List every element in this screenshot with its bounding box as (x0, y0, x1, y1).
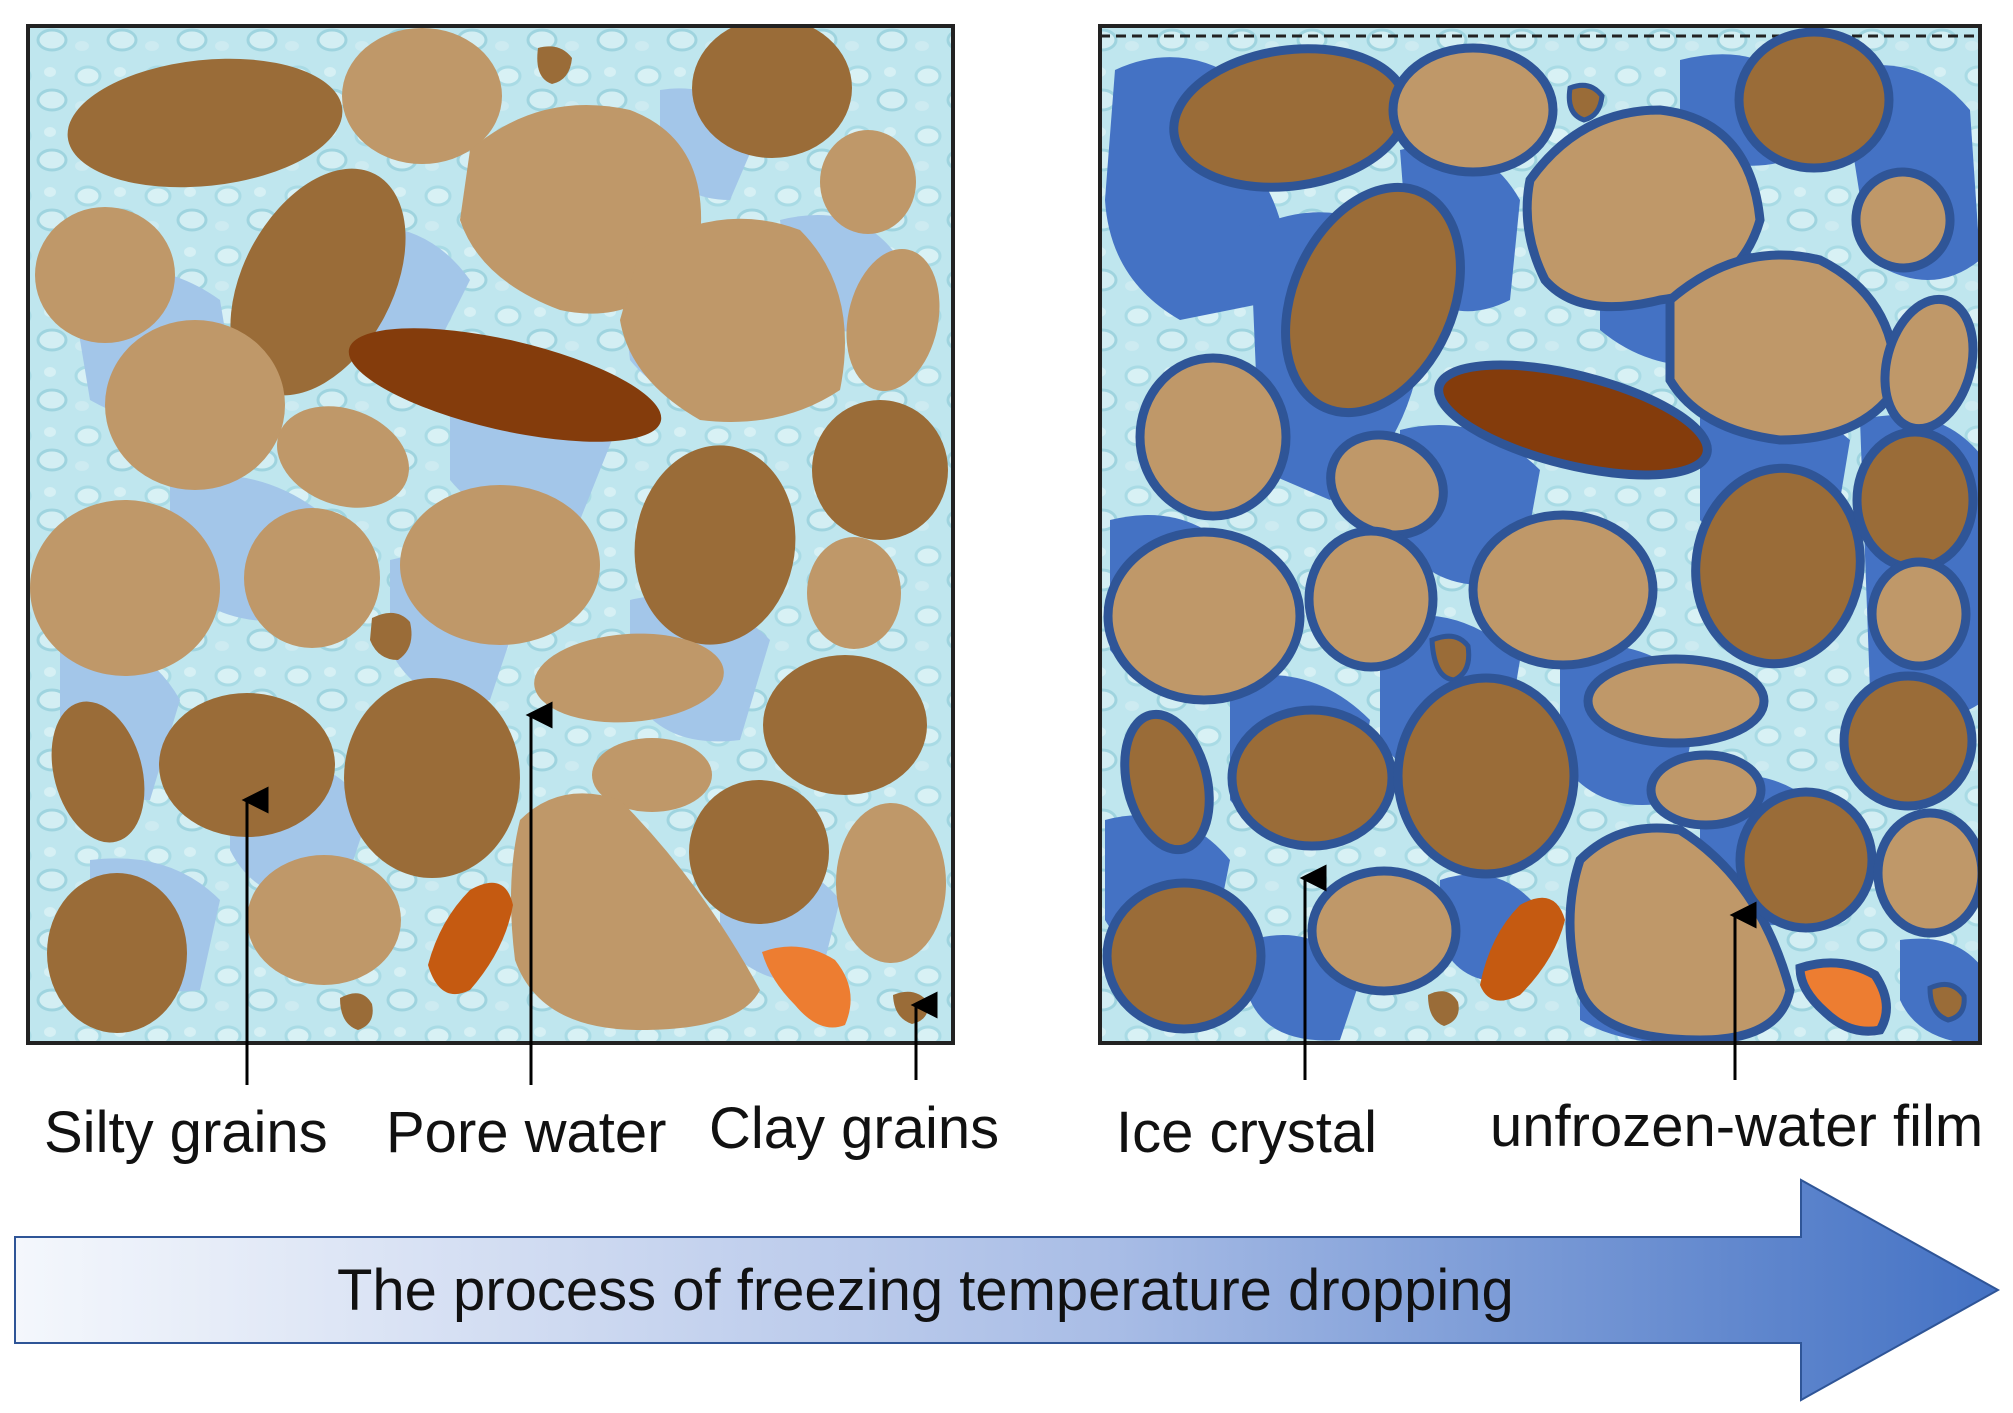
pointer-arrows (241, 701, 1757, 1085)
clay-grain (348, 328, 662, 442)
silt-grain (244, 508, 380, 648)
silt-grain (1583, 654, 1769, 748)
silt-grain (1307, 866, 1461, 996)
left-panel-frame (26, 24, 955, 1045)
silt-grain (1851, 167, 1955, 273)
silt-grain (1281, 182, 1465, 418)
silt-grain (1102, 878, 1266, 1034)
silt-grain (277, 406, 409, 508)
silt-grain (67, 58, 343, 188)
silt-grain (1839, 671, 1977, 811)
left-panel (26, 24, 955, 1045)
silt-grain (1691, 463, 1865, 669)
silt-grain (592, 738, 712, 812)
film-coated-grains (1102, 27, 1980, 1043)
silt-grain (344, 678, 520, 878)
silt-grain (105, 320, 285, 490)
right-panel (1098, 24, 1982, 1045)
silt-grain (35, 207, 175, 343)
silt-grain (1388, 43, 1558, 177)
silt-grain (1867, 557, 1971, 671)
silt-grain (763, 655, 927, 795)
process-arrow-label: The process of freezing temperature drop… (337, 1258, 1514, 1323)
silt-grain (836, 803, 946, 963)
label-ice-crystal: Ice crystal (1116, 1100, 1377, 1165)
silt-grain (1873, 808, 1980, 938)
right-grains (1102, 27, 1980, 1043)
process-arrow-shape (14, 1178, 2001, 1402)
silt-grain (1120, 709, 1214, 855)
label-unfrozen-water-film: unfrozen-water film (1490, 1094, 1983, 1159)
clay-grain (1927, 981, 1967, 1023)
silt-grain (1734, 27, 1894, 173)
silt-grain (1227, 705, 1397, 851)
silt-grain (620, 218, 845, 422)
clay-grain (1480, 897, 1565, 1001)
silt-grain (511, 793, 760, 1030)
silt-grain (1393, 673, 1579, 879)
silt-grain (342, 28, 502, 164)
silt-grain (1135, 353, 1291, 521)
silt-grain (689, 780, 829, 924)
label-silty-grains: Silty grains (44, 1100, 328, 1165)
clay-grain (537, 46, 572, 84)
silt-grain (1304, 526, 1438, 672)
clay-grain (1429, 633, 1472, 683)
silt-grain (47, 873, 187, 1033)
left-grains (30, 26, 948, 1033)
clay-grain (340, 993, 373, 1030)
silt-grain (820, 130, 916, 234)
label-clay-grains: Clay grains (709, 1096, 999, 1161)
clay-grain (762, 946, 851, 1028)
silt-grain (1852, 427, 1978, 573)
silt-grain (30, 500, 220, 676)
clay-grain (1428, 991, 1459, 1026)
silt-grain (1103, 527, 1305, 705)
silt-grain (1468, 510, 1658, 670)
silt-grain (1646, 750, 1766, 830)
label-pore-water: Pore water (386, 1100, 666, 1165)
clay-grain (1434, 360, 1712, 480)
clay-grain (428, 882, 513, 995)
silt-grain (692, 26, 852, 158)
silt-grain (51, 701, 145, 843)
clay-grain (1795, 958, 1891, 1036)
silt-grain (247, 855, 401, 985)
process-arrow: The process of freezing temperature drop… (14, 1178, 2001, 1402)
silt-grain (1735, 787, 1877, 933)
silt-grain (846, 248, 940, 392)
silt-grain (159, 693, 335, 837)
silt-grain (634, 445, 796, 645)
clay-grain (370, 612, 412, 660)
silt-grain (812, 400, 948, 540)
silt-grain (534, 633, 724, 723)
silt-grain (400, 485, 600, 645)
silt-grain (807, 537, 901, 649)
clay-grain (1566, 82, 1605, 123)
right-panel-frame (1098, 24, 1982, 1045)
